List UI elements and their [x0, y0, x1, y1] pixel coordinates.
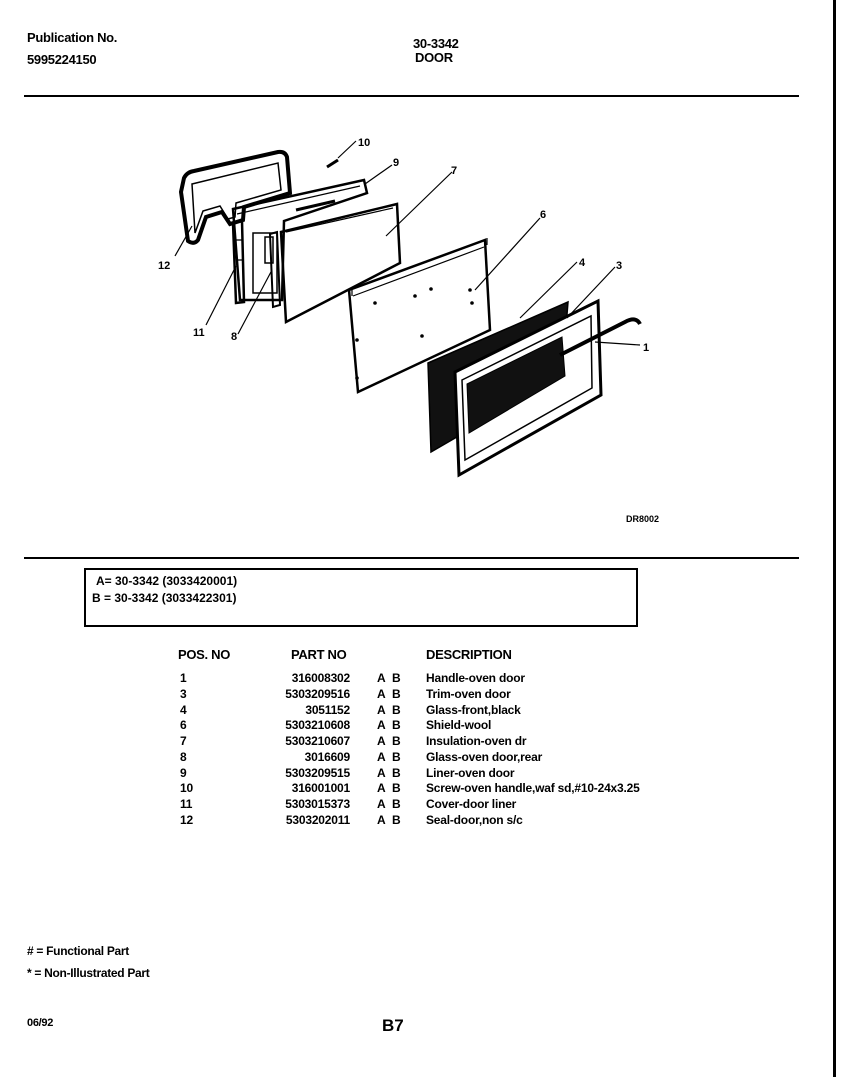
callout-9: 9 [393, 157, 399, 169]
seal-door-part [178, 149, 293, 245]
header-divider [24, 95, 799, 97]
publication-label: Publication No. [27, 30, 118, 45]
screw-part [326, 158, 339, 169]
shield-rivets [355, 287, 474, 380]
right-border [833, 0, 836, 1077]
legend-functional: # = Functional Part [27, 944, 129, 958]
insulation-part [279, 202, 402, 324]
footer-date: 06/92 [27, 1017, 54, 1029]
callout-11: 11 [193, 327, 205, 339]
col-part-header: PART NO [291, 647, 347, 662]
door-exploded-diagram: 10 9 7 12 6 4 3 1 11 8 DR8002 [158, 137, 659, 524]
col-pos-header: POS. NO [178, 647, 231, 662]
callout-1: 1 [643, 342, 649, 354]
section-title: DOOR [415, 50, 453, 65]
model-b: B = 30-3342 (3033422301) [92, 591, 237, 605]
callout-12: 12 [158, 260, 170, 272]
rear-glass-part [268, 230, 282, 309]
cover-part [231, 219, 246, 305]
callout-6: 6 [540, 209, 546, 221]
trim-part [453, 298, 603, 478]
handle-part [559, 317, 642, 357]
callout-10: 10 [358, 137, 370, 149]
callout-7: 7 [451, 165, 457, 177]
publication-number: 5995224150 [27, 52, 97, 67]
diagram-divider [24, 557, 799, 559]
callout-8: 8 [231, 331, 237, 343]
model-number: 30-3342 [413, 36, 459, 51]
diagram-code: DR8002 [626, 514, 659, 524]
shield-part [347, 238, 492, 394]
callout-3: 3 [616, 260, 622, 272]
callout-4: 4 [579, 257, 586, 269]
page-number: B7 [382, 1016, 404, 1035]
model-a: A= 30-3342 (3033420001) [96, 574, 238, 588]
legend-non-illustrated: * = Non-Illustrated Part [27, 966, 150, 980]
col-desc-header: DESCRIPTION [426, 647, 512, 662]
model-box: A= 30-3342 (3033420001) B = 30-3342 (303… [84, 568, 638, 627]
liner-part [231, 178, 369, 302]
